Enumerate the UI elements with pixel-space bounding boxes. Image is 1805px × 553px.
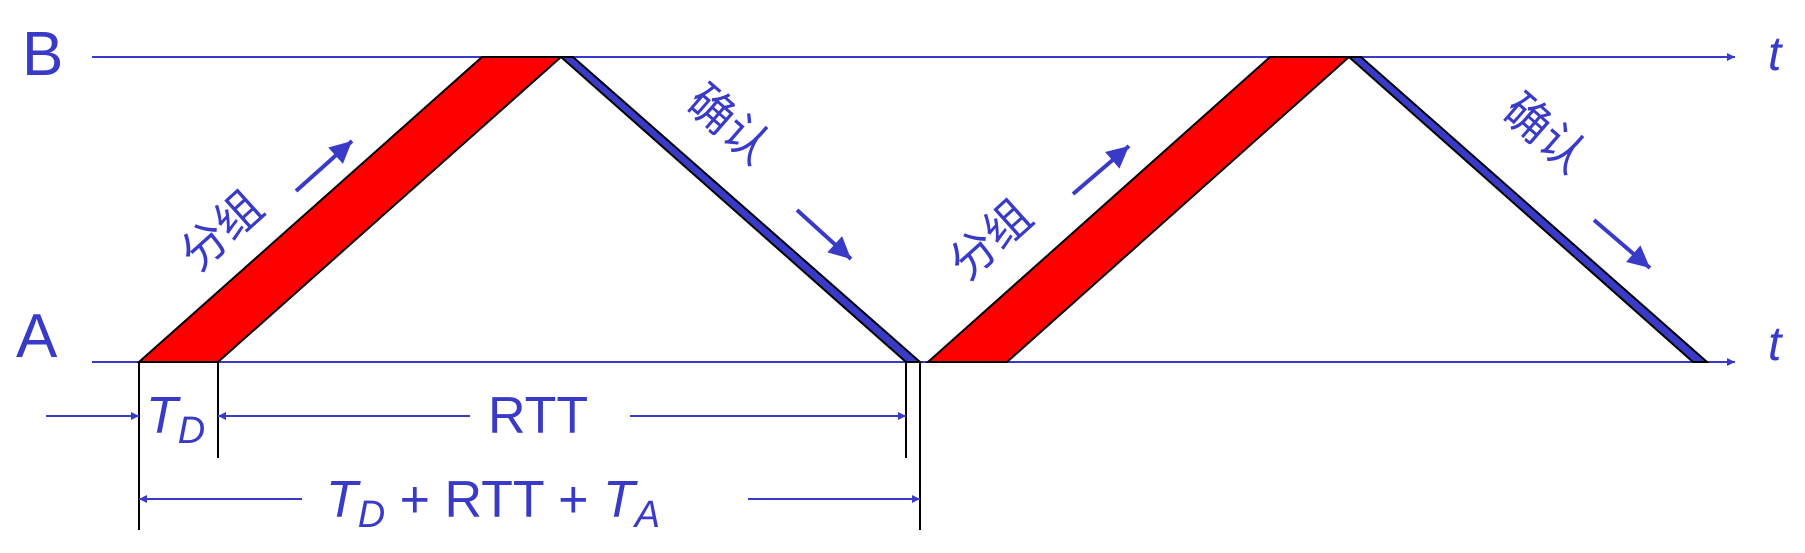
ack-band-2 — [1346, 56, 1710, 363]
rtt-label: RTT — [488, 387, 588, 445]
packet-direction-arrow-1 — [294, 139, 354, 193]
packet-band-1 — [136, 56, 564, 363]
ack-direction-arrow-2 — [1592, 218, 1652, 270]
td-label: TD — [146, 387, 205, 452]
ack-label-1: 确认 — [677, 74, 781, 174]
node-b-label: B — [22, 20, 63, 89]
ack-label-2: 确认 — [1493, 83, 1597, 183]
timeline-b-t-label: t — [1768, 28, 1783, 81]
ack-direction-arrow-1 — [795, 208, 853, 261]
total-label: TD + RTT + TA — [326, 471, 660, 536]
node-a-label: A — [16, 302, 58, 371]
timeline-a-t-label: t — [1768, 318, 1783, 371]
packet-direction-arrow-2 — [1071, 144, 1131, 196]
